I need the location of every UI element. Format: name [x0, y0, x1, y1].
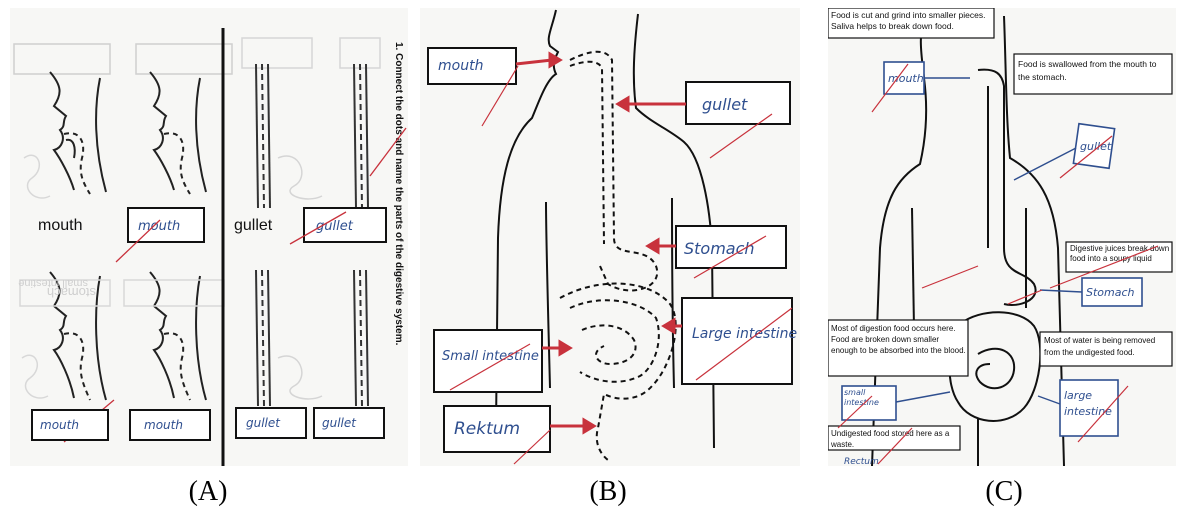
- panel-b-worksheet: mouth gullet Stomach Large intestine Sma…: [420, 8, 800, 466]
- note-water: Most of water is being removed from the …: [1044, 335, 1170, 359]
- label-small-intestine: Small intestine: [442, 349, 539, 364]
- note-absorb: Most of digestion food occurs here. Food…: [831, 323, 967, 356]
- label-large-intestine: Large intestine: [692, 326, 797, 342]
- answer-bottom-gullet-1: gullet: [246, 416, 281, 430]
- hw-stomach: Stomach: [1086, 286, 1135, 299]
- panel-b-drawing: mouth gullet Stomach Large intestine Sma…: [420, 8, 800, 466]
- panel-c-drawing: Food is cut and grind into smaller piece…: [828, 8, 1176, 466]
- label-mouth: mouth: [438, 58, 483, 74]
- panel-c-worksheet: Food is cut and grind into smaller piece…: [828, 8, 1176, 466]
- digestive-tract: [560, 52, 676, 460]
- answer-bottom-gullet-2: gullet: [322, 416, 357, 430]
- label-gullet: gullet: [702, 95, 748, 114]
- answer-bottom-mouth-1: mouth: [40, 418, 79, 432]
- faded-label: small intestine: [18, 277, 88, 289]
- printed-label-gullet: gullet: [234, 217, 273, 234]
- hw-rectum: Rectum: [844, 457, 879, 466]
- hw-gullet: gullet: [1080, 140, 1112, 153]
- answer-bottom-mouth-2: mouth: [144, 418, 183, 432]
- caption-a: (A): [148, 476, 268, 508]
- hw-large-intestine: large intestine: [1064, 388, 1116, 420]
- note-mouth: Food is cut and grind into smaller piece…: [831, 10, 993, 32]
- panel-a-drawing: stomach 1. Connect the dots and name the…: [10, 8, 408, 466]
- panel-a-worksheet: stomach 1. Connect the dots and name the…: [10, 8, 408, 466]
- note-swallow: Food is swallowed from the mouth to the …: [1018, 58, 1170, 84]
- caption-b: (B): [548, 476, 668, 508]
- instruction-text: 1. Connect the dots and name the parts o…: [393, 42, 404, 346]
- caption-c: (C): [944, 476, 1064, 508]
- head-outline: [50, 72, 206, 194]
- label-rektum: Rektum: [454, 419, 520, 439]
- printed-label-mouth: mouth: [38, 217, 82, 234]
